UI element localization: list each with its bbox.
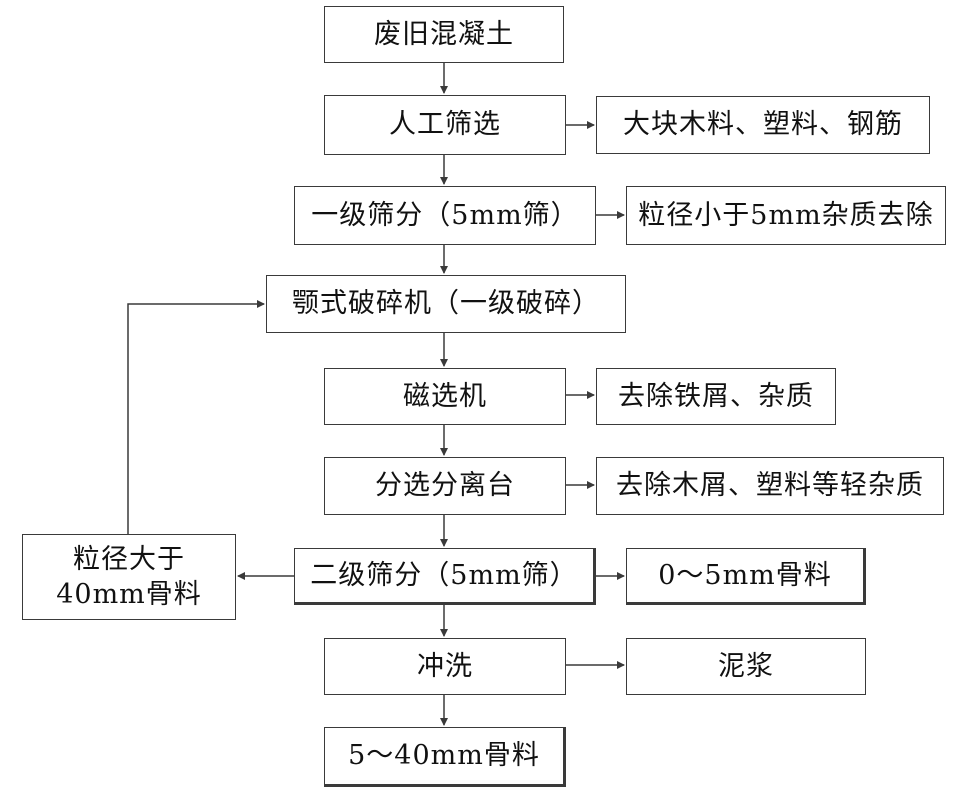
primary-output-box: 粒径小于5mm杂质去除 <box>626 186 946 245</box>
oversize-aggregate-box: 粒径大于 40mm骨料 <box>22 534 236 620</box>
magnetic-separator-box: 磁选机 <box>324 368 566 425</box>
separation-output-label: 去除木屑、塑料等轻杂质 <box>616 470 924 502</box>
manual-output-label: 大块木料、塑料、钢筋 <box>623 109 903 141</box>
washing-output-label: 泥浆 <box>718 650 774 682</box>
arrow-oversize-recycle <box>127 300 265 534</box>
jaw-crusher-label: 颚式破碎机（一级破碎） <box>292 288 600 320</box>
manual-screening-label: 人工筛选 <box>389 109 501 141</box>
washing-output-box: 泥浆 <box>626 638 866 695</box>
final-aggregate-box: 5～40mm骨料 <box>324 727 566 787</box>
secondary-sieve-label: 二级筛分（5mm筛） <box>310 559 578 591</box>
oversize-label-line1: 粒径大于 <box>73 543 185 575</box>
separation-table-label: 分选分离台 <box>375 470 515 502</box>
manual-output-box: 大块木料、塑料、钢筋 <box>596 96 930 154</box>
secondary-output-label: 0～5mm骨料 <box>658 559 832 591</box>
magnetic-separator-label: 磁选机 <box>403 380 487 412</box>
secondary-output-box: 0～5mm骨料 <box>626 548 866 605</box>
manual-screening-box: 人工筛选 <box>324 95 566 155</box>
primary-sieve-label: 一级筛分（5mm筛） <box>311 199 579 231</box>
waste-concrete-box: 废旧混凝土 <box>324 6 564 63</box>
magnetic-output-label: 去除铁屑、杂质 <box>618 380 814 412</box>
secondary-sieve-box: 二级筛分（5mm筛） <box>294 548 596 605</box>
primary-sieve-box: 一级筛分（5mm筛） <box>294 186 596 245</box>
washing-box: 冲洗 <box>324 638 566 695</box>
magnetic-output-box: 去除铁屑、杂质 <box>596 368 836 425</box>
washing-label: 冲洗 <box>417 650 473 682</box>
final-aggregate-label: 5～40mm骨料 <box>348 740 540 772</box>
oversize-label-line2: 40mm骨料 <box>56 579 202 610</box>
waste-concrete-label: 废旧混凝土 <box>374 18 514 50</box>
separation-output-box: 去除木屑、塑料等轻杂质 <box>596 457 944 515</box>
jaw-crusher-box: 颚式破碎机（一级破碎） <box>266 275 626 333</box>
separation-table-box: 分选分离台 <box>324 457 566 515</box>
primary-output-label: 粒径小于5mm杂质去除 <box>638 199 934 231</box>
